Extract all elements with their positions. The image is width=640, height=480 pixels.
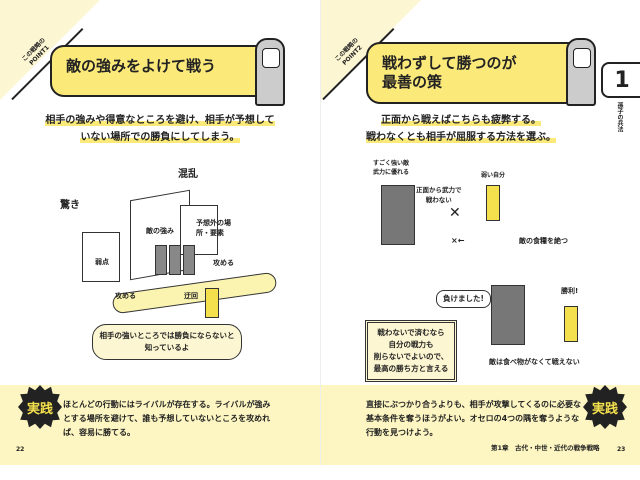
practice-text: ほとんどの行動にはライバルが存在する。ライバルが強みとする場所を避けて、誰も予想… (63, 400, 271, 437)
lead-line: 戦わなくとも相手が屈服する方法を選ぶ。 (366, 132, 556, 143)
page-title: 敵の強みをよけて戦う (50, 45, 280, 97)
lead-line: 相手の強みや得意なところを避け、相手が予想して (45, 115, 275, 126)
label-unexpected: 予想外の場所・要素 (196, 219, 231, 237)
label-line: 戦わない (425, 196, 452, 204)
label-cut-supply: 敵の食糧を絶つ (519, 237, 568, 245)
title-text: 敵の強みをよけて戦う (66, 57, 217, 75)
label-weak-point: 弱点 (95, 258, 109, 266)
box-line: 最高の勝ち方と言える (373, 364, 449, 373)
sunzi-illustration (255, 38, 285, 106)
chapter-footer: 第1章 古代・中世・近代の戦争戦略 (491, 444, 600, 452)
label-attack: 攻める (115, 292, 136, 300)
label-line: 武力に優れる (373, 169, 410, 176)
title-line: 最善の策 (382, 73, 443, 91)
label-cannot-fight: 敵は食べ物がなくて戦えない (489, 358, 580, 366)
bubble-line: 知っているよ (144, 343, 190, 352)
self-figure-celebrating (564, 306, 578, 342)
page-title: 戦わずして勝つのが最善の策 (366, 42, 596, 104)
label-strong-enemy: すごく強い敵武力に優れる (373, 158, 409, 176)
title-line: 戦わずして勝つのが (382, 54, 517, 72)
page-number: 23 (617, 446, 626, 453)
practice-text: 直接にぶつかり合うよりも、相手が攻撃してくるのに必要な基本条件を奪うほうがよい。… (366, 400, 581, 437)
label-confusion: 混乱 (178, 169, 198, 180)
lead-line: いない場所での勝負にしてしまう。 (80, 132, 240, 143)
chapter-tab-text: 孫子の兵法 (616, 102, 623, 132)
label-attack: 攻める (213, 259, 234, 267)
label-surprise: 驚き (60, 200, 80, 211)
label-detour: 迂回 (184, 292, 198, 300)
label-weak-self: 弱い自分 (481, 172, 506, 179)
enemy-soldier (155, 245, 167, 275)
enemy-soldier (183, 245, 195, 275)
summary-box: 戦わないで済むなら自分の戦力も削らないでよいので、最高の勝ち方と言える (365, 320, 457, 382)
cross-icon: ✕ (449, 205, 461, 221)
defeated-warrior (491, 285, 525, 345)
enemy-warrior (381, 185, 415, 245)
label-no-fight: 正面から武力で戦わない (416, 184, 462, 204)
surrender-bubble: 負けました! (436, 290, 491, 308)
chapter-tab: 1 (601, 62, 640, 98)
label-line: 正面から武力で (416, 186, 462, 194)
weak-block (82, 232, 120, 282)
lead-line: 正面から戦えばこちらも疲弊する。 (381, 115, 541, 126)
label-enemy-strength: 敵の強み (146, 227, 174, 235)
box-line: 戦わないで済むなら (377, 328, 445, 337)
speech-bubble: 相手の強いところでは勝負にならないと知っているよ (92, 324, 242, 360)
self-figure (486, 185, 500, 221)
bubble-line: 相手の強いところでは勝負にならないと (99, 331, 235, 340)
page-number: 22 (16, 446, 25, 453)
box-line: 自分の戦力も (388, 340, 434, 349)
lead-text: 正面から戦えばこちらも疲弊する。戦わなくとも相手が屈服する方法を選ぶ。 (321, 112, 621, 146)
sunzi-illustration (566, 38, 596, 106)
cross-arrow: ×← (451, 236, 465, 245)
box-line: 削らないでよいので、 (373, 352, 449, 361)
label-victory: 勝利! (561, 287, 579, 295)
lead-text: 相手の強みや得意なところを避け、相手が予想していない場所での勝負にしてしまう。 (0, 112, 320, 146)
label-line: すごく強い敵 (373, 160, 410, 167)
enemy-soldier (169, 245, 181, 275)
self-figure (205, 288, 219, 318)
